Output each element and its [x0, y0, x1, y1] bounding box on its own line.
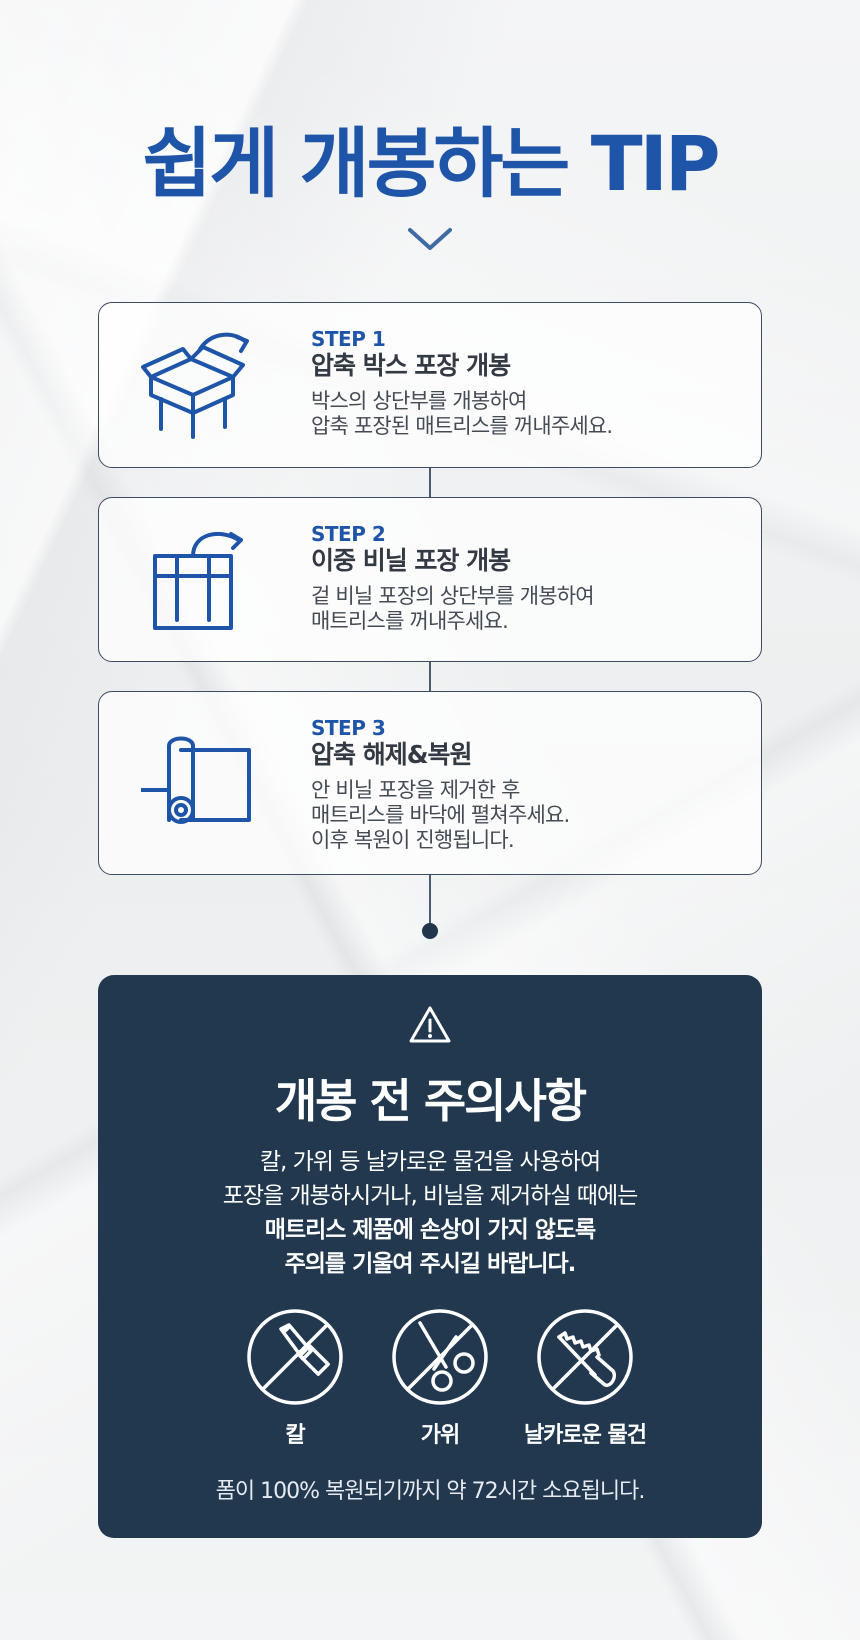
rolled-mattress-icon	[141, 736, 251, 824]
caution-panel: 개봉 전 주의사항 칼, 가위 등 날카로운 물건을 사용하여 포장을 개봉하시…	[98, 975, 762, 1538]
caution-body: 칼, 가위 등 날카로운 물건을 사용하여 포장을 개봉하시거나, 비닐을 제거…	[98, 1145, 762, 1281]
caution-line: 칼, 가위 등 날카로운 물건을 사용하여	[259, 1149, 601, 1175]
step-description-line: 박스의 상단부를 개봉하여	[311, 389, 527, 413]
no-scissors-icon	[392, 1309, 488, 1405]
step-description-line: 매트리스를 꺼내주세요.	[311, 609, 509, 633]
step-description-line: 안 비닐 포장을 제거한 후	[311, 778, 521, 802]
step-description-line: 겉 비닐 포장의 상단부를 개봉하여	[311, 584, 595, 608]
caution-title: 개봉 전 주의사항	[274, 1074, 587, 1128]
step-label: STEP 1	[311, 327, 386, 351]
step-card-3: STEP 3 압축 해제&복원 안 비닐 포장을 제거한 후 매트리스를 바닥에…	[98, 691, 762, 875]
plastic-bag-icon	[153, 531, 243, 630]
tool-label-scissors: 가위	[420, 1423, 460, 1448]
step-connector	[429, 662, 431, 691]
caution-line: 포장을 개봉하시거나, 비닐을 제거하실 때에는	[222, 1183, 639, 1209]
step-description: 겉 비닐 포장의 상단부를 개봉하여 매트리스를 꺼내주세요.	[311, 584, 595, 634]
warning-icon	[409, 1006, 451, 1043]
tool-label-sharp-object: 날카로운 물건	[523, 1423, 647, 1448]
chevron-down-icon	[408, 228, 452, 250]
prohibited-tools	[98, 1307, 762, 1417]
step-description: 안 비닐 포장을 제거한 후 매트리스를 바닥에 펼쳐주세요. 이후 복원이 진…	[311, 778, 570, 853]
page-title: 쉽게 개봉하는 TIP	[142, 119, 720, 208]
step-title: 압축 박스 포장 개봉	[311, 351, 511, 380]
step-description-line: 이후 복원이 진행됩니다.	[311, 828, 515, 852]
step-card-2: STEP 2 이중 비닐 포장 개봉 겉 비닐 포장의 상단부를 개봉하여 매트…	[98, 497, 762, 662]
caution-line-bold: 주의를 기울여 주시길 바랍니다.	[284, 1251, 577, 1277]
no-knife-icon	[247, 1309, 343, 1405]
step-connector	[429, 875, 431, 925]
step-description-line: 압축 포장된 매트리스를 꺼내주세요.	[311, 414, 613, 438]
caution-line-bold: 매트리스 제품에 손상이 가지 않도록	[264, 1217, 596, 1243]
step-label: STEP 3	[311, 716, 386, 740]
tool-label-knife: 칼	[285, 1423, 305, 1448]
step-description-line: 매트리스를 바닥에 펼쳐주세요.	[311, 803, 570, 827]
step-description: 박스의 상단부를 개봉하여 압축 포장된 매트리스를 꺼내주세요.	[311, 389, 613, 439]
caution-footnote: 폼이 100% 복원되기까지 약 72시간 소요됩니다.	[215, 1479, 646, 1504]
step-title: 압축 해제&복원	[311, 740, 473, 769]
step-card-1: STEP 1 압축 박스 포장 개봉 박스의 상단부를 개봉하여 압축 포장된 …	[98, 302, 762, 468]
no-saw-icon	[537, 1309, 633, 1405]
connector-end-dot	[422, 923, 438, 939]
step-connector	[429, 468, 431, 497]
box-open-icon	[141, 332, 249, 439]
step-label: STEP 2	[311, 522, 386, 546]
step-title: 이중 비닐 포장 개봉	[311, 546, 511, 575]
